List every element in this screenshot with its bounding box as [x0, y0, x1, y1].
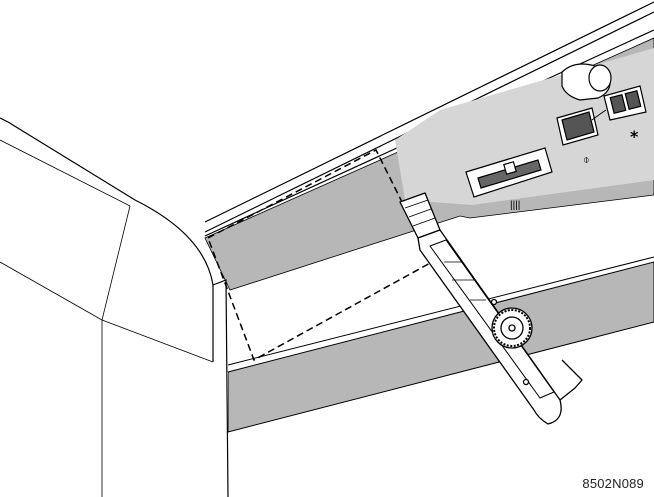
slide-switch: [465, 147, 553, 198]
label-area: [230, 205, 654, 362]
control-knob: [561, 63, 612, 101]
machine-body: [0, 117, 229, 497]
lower-line: [227, 256, 654, 366]
knife-wheel: [491, 307, 533, 349]
double-switch: [603, 85, 647, 121]
button-panel: [395, 48, 654, 205]
link-line: [591, 109, 607, 121]
star-symbol: *: [630, 127, 639, 146]
bars-symbol: ||||: [510, 200, 520, 211]
power-symbol: ⌽: [583, 153, 590, 166]
utility-knife: [399, 192, 583, 425]
power-button: [556, 107, 599, 146]
figure-part-code: 8502N089: [582, 476, 644, 491]
